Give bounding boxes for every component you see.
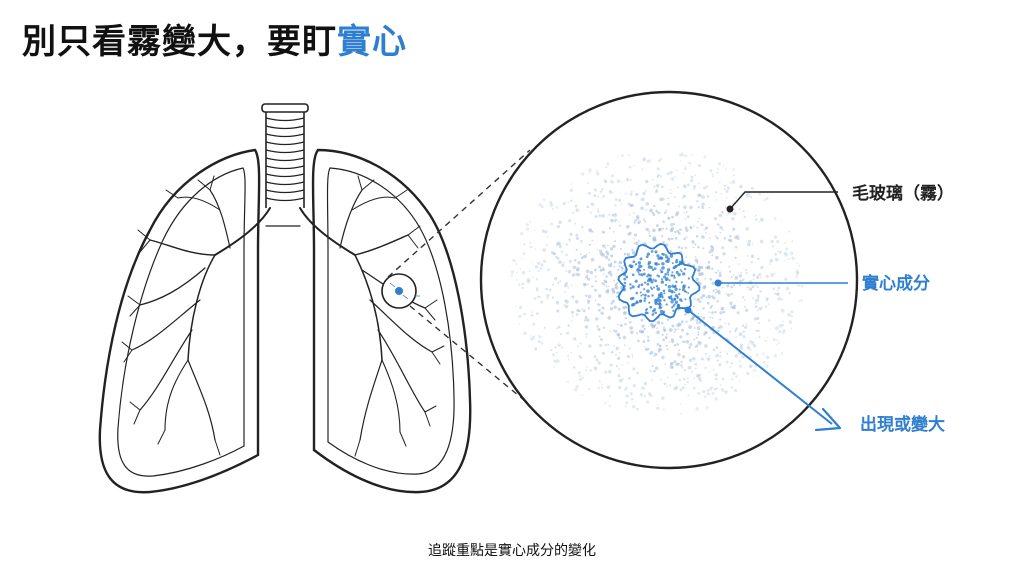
title-accent: 實心: [337, 22, 407, 62]
nodule-dot: [395, 287, 403, 295]
zoom-circle: [479, 90, 859, 470]
title-main: 別只看霧變大，要盯: [22, 22, 337, 62]
label-appear-or-grow: 出現或變大: [860, 415, 945, 435]
left-lung: [98, 148, 261, 494]
ground-glass-haze: [510, 152, 804, 415]
label-ground-glass: 毛玻璃（霧）: [852, 184, 954, 204]
nodule-marker: [381, 273, 420, 309]
leader-lines: [684, 191, 848, 432]
trachea: [261, 103, 309, 208]
right-lung: [311, 148, 472, 494]
caption: 追蹤重點是實心成分的變化: [428, 543, 596, 559]
solid-component-texture: [622, 250, 690, 316]
bronchial-tree: [121, 175, 445, 457]
zoom-lines: [387, 149, 531, 406]
label-solid-component: 實心成分: [862, 274, 930, 294]
page-title: 別只看霧變大，要盯實心: [22, 22, 407, 63]
arrow-head: [814, 407, 842, 432]
